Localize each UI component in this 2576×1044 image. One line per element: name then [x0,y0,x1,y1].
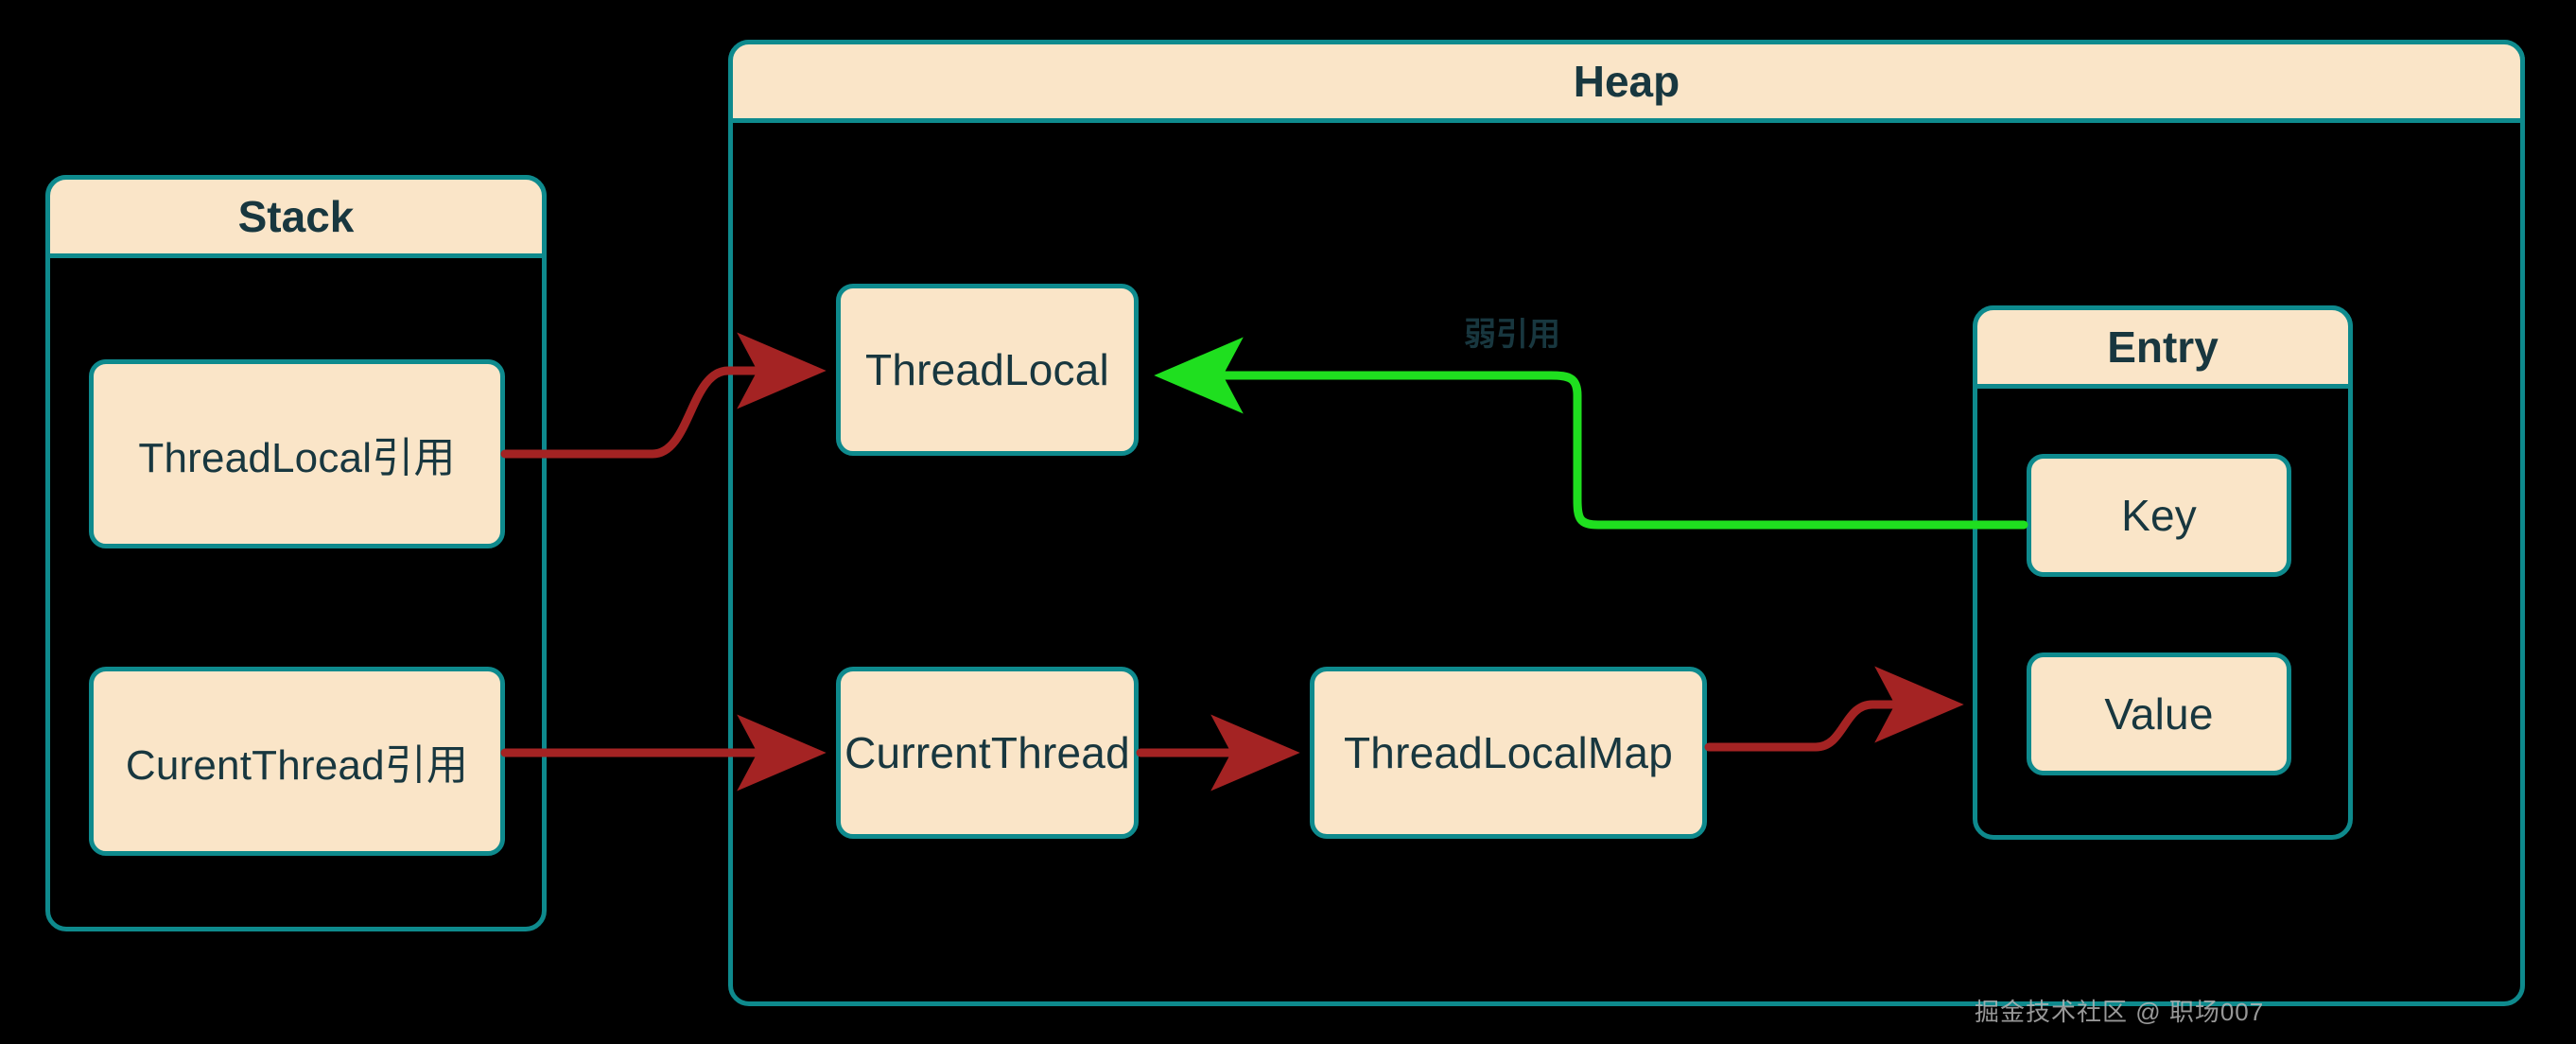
entry-container: Entry [1973,305,2353,840]
entry-field-value[interactable]: Value [2027,652,2291,775]
stack-item-currentthread-ref[interactable]: CurentThread引用 [89,667,505,856]
stack-container: Stack [45,175,547,931]
heap-container: Heap [728,40,2525,1006]
heap-title: Heap [728,40,2525,123]
stack-title: Stack [45,175,547,258]
stack-item-threadlocal-ref-label: ThreadLocal引用 [138,435,456,481]
heap-node-threadlocal-label: ThreadLocal [865,345,1109,394]
entry-field-key[interactable]: Key [2027,454,2291,577]
heap-node-currentthread[interactable]: CurrentThread [836,667,1139,839]
stack-item-threadlocal-ref[interactable]: ThreadLocal引用 [89,359,505,548]
entry-field-value-label: Value [2104,689,2214,739]
edge-label-weak-reference: 弱引用 [1464,317,1560,353]
heap-node-currentthread-label: CurrentThread [844,728,1130,777]
watermark-text: 掘金技术社区 @ 职场007 [1975,998,2265,1026]
stack-item-currentthread-ref-label: CurentThread引用 [125,742,469,789]
heap-node-threadlocalmap[interactable]: ThreadLocalMap [1310,667,1707,839]
entry-field-key-label: Key [2121,491,2197,540]
entry-title: Entry [1973,305,2353,389]
heap-node-threadlocal[interactable]: ThreadLocal [836,284,1139,456]
heap-node-threadlocalmap-label: ThreadLocalMap [1343,728,1673,777]
